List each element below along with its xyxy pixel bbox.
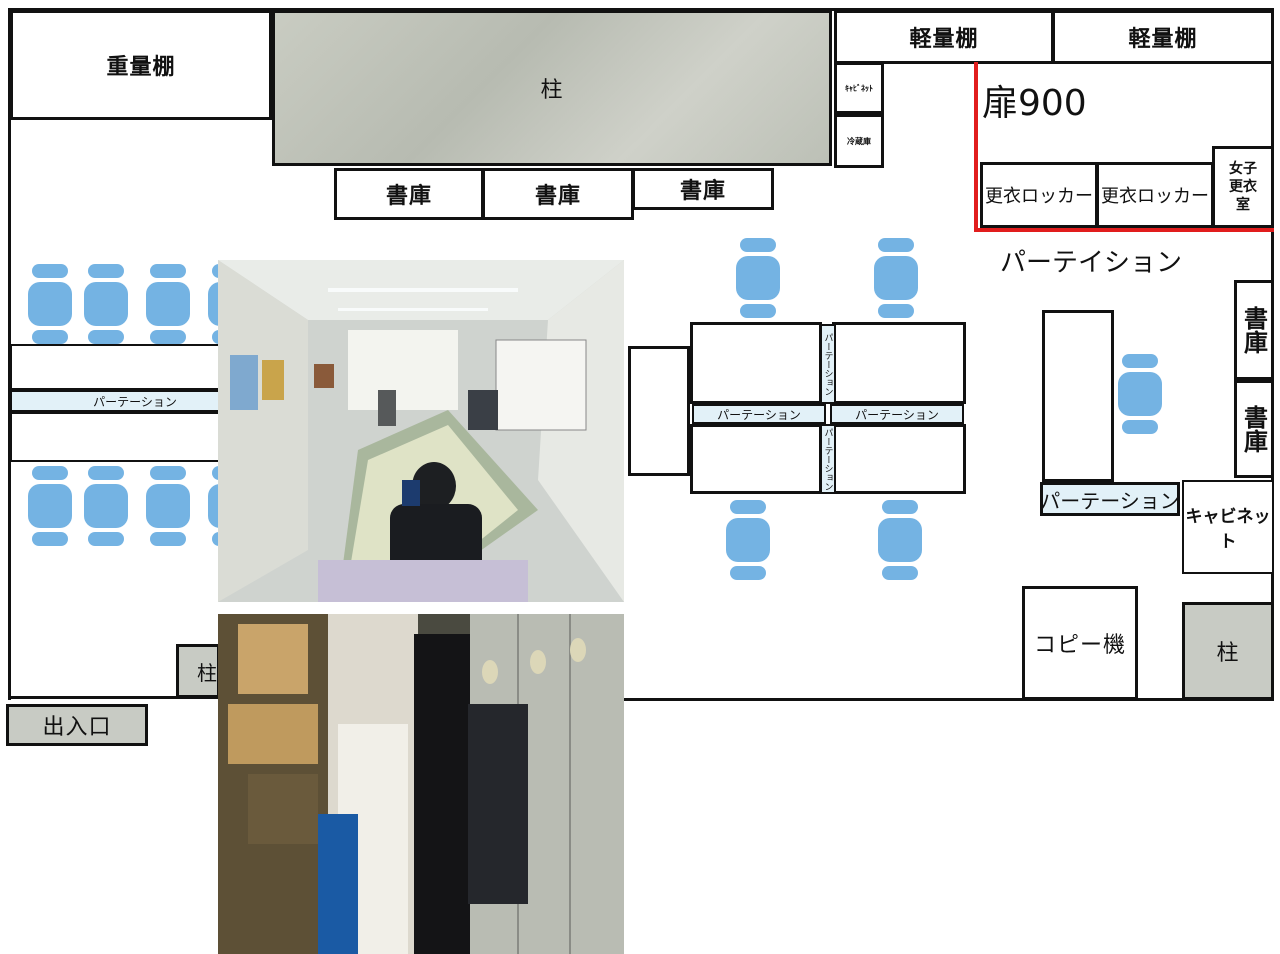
- chair-left-top-3: [146, 264, 190, 344]
- chair-left-top-1: [28, 264, 72, 344]
- chair-center-bottom-2: [878, 500, 922, 580]
- bookcase-1: 書庫: [334, 168, 484, 220]
- cabinet-label: キャビネット: [1185, 507, 1271, 552]
- copier-label: コピー機: [1033, 633, 1126, 658]
- center-partition-vertical-bottom: パーテーション: [820, 424, 836, 494]
- locker-2: 更衣ロッカー: [1096, 162, 1214, 228]
- locker-1: 更衣ロッカー: [980, 162, 1098, 228]
- side-table: [628, 346, 690, 476]
- door-line-horizontal: [974, 228, 1274, 232]
- bookcase-2: 書庫: [482, 168, 634, 220]
- outer-wall-bottom-left: [8, 696, 218, 699]
- chair-center-top-1: [736, 238, 780, 318]
- entrance-label: 出入口: [42, 715, 112, 740]
- right-partition: パーテーション: [1040, 482, 1180, 516]
- right-bookcase-2-label: 書庫: [1239, 405, 1268, 453]
- bookcase-1-label: 書庫: [385, 184, 432, 209]
- center-partition-left-label: パーテーション: [717, 407, 801, 422]
- copier: コピー機: [1022, 586, 1138, 700]
- right-bookcase-2: 書庫: [1234, 380, 1274, 478]
- center-partition-vertical-bottom-label: パーテーション: [822, 427, 833, 491]
- bookcase-2-label: 書庫: [534, 184, 581, 209]
- left-partition: パーテーション: [10, 390, 220, 412]
- pillar-right: 柱: [1182, 602, 1274, 700]
- light-shelf-1: 軽量棚: [834, 10, 1054, 64]
- storage-photo: [218, 614, 624, 954]
- center-partition-right: パーテーション: [830, 404, 964, 424]
- center-partition-right-label: パーテーション: [855, 407, 939, 422]
- right-partition-label: パーテーション: [1040, 488, 1180, 513]
- locker-2-label: 更衣ロッカー: [1101, 186, 1209, 207]
- left-desk-top: [10, 344, 220, 390]
- center-partition-vertical-top-label: パーテーション: [822, 332, 833, 396]
- small-fridge: 冷蔵庫: [834, 114, 884, 168]
- small-fridge-label: 冷蔵庫: [847, 136, 871, 146]
- center-desk-bottom-left: [690, 424, 822, 494]
- light-shelf-2-label: 軽量棚: [1128, 27, 1198, 52]
- right-bookcase-1: 書庫: [1234, 280, 1274, 380]
- bookcase-3: 書庫: [632, 168, 774, 210]
- storage-photo-image: [218, 614, 624, 954]
- center-partition-left: パーテーション: [692, 404, 826, 424]
- pillar-large: 柱: [272, 10, 832, 166]
- entrance[interactable]: 出入口: [6, 704, 148, 746]
- office-photo-image: [218, 260, 624, 602]
- outer-wall-left: [8, 8, 11, 700]
- door-label: 扉900: [982, 83, 1087, 124]
- door-line-vertical: [974, 62, 978, 232]
- chair-center-top-2: [874, 238, 918, 318]
- pillar-small: 柱: [176, 644, 220, 698]
- center-desk-bottom-right: [832, 424, 966, 494]
- cabinet: キャビネット: [1182, 480, 1274, 574]
- chair-center-bottom-1: [726, 500, 770, 580]
- outer-wall-bottom-right: [620, 698, 1274, 701]
- left-desk-bottom: [10, 412, 220, 462]
- women-changing-room: 女子更衣室: [1212, 146, 1274, 228]
- right-desk: [1042, 310, 1114, 482]
- chair-left-bottom-3: [146, 466, 190, 546]
- light-shelf-2: 軽量棚: [1052, 10, 1274, 64]
- locker-1-label: 更衣ロッカー: [985, 186, 1093, 207]
- chair-left-top-2: [84, 264, 128, 344]
- chair-right: [1118, 354, 1162, 434]
- heavy-shelf-label: 重量棚: [106, 55, 176, 80]
- pillar-small-label: 柱: [197, 660, 217, 685]
- center-desk-top-right: [832, 322, 966, 404]
- left-partition-label: パーテーション: [93, 394, 177, 409]
- partition-title: パーテイション: [1000, 248, 1183, 278]
- center-partition-vertical-top: パーテーション: [820, 324, 836, 404]
- women-changing-room-label: 女子更衣室: [1229, 160, 1257, 214]
- heavy-shelf: 重量棚: [10, 10, 272, 120]
- outer-wall-top: [8, 8, 1274, 11]
- light-shelf-1-label: 軽量棚: [909, 27, 979, 52]
- small-cabinet-label: ｷｬﾋﾞﾈｯﾄ: [845, 83, 873, 93]
- right-bookcase-1-label: 書庫: [1239, 306, 1268, 354]
- bookcase-3-label: 書庫: [679, 179, 726, 204]
- small-cabinet: ｷｬﾋﾞﾈｯﾄ: [834, 62, 884, 114]
- office-photo: [218, 260, 624, 602]
- pillar-right-label: 柱: [1216, 641, 1240, 666]
- chair-left-bottom-1: [28, 466, 72, 546]
- chair-left-bottom-2: [84, 466, 128, 546]
- pillar-large-label: 柱: [540, 78, 564, 103]
- center-desk-top-left: [690, 322, 822, 404]
